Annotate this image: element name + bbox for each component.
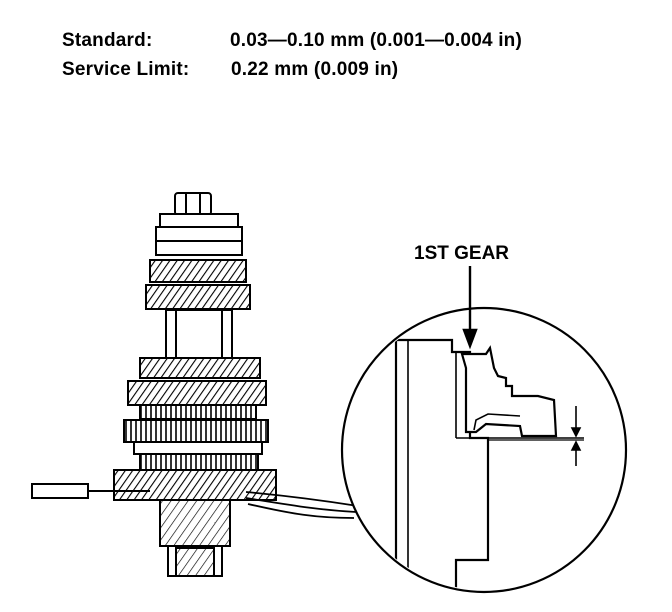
upper-gear-2 [145,284,251,310]
shaft-collar [159,213,239,229]
service-limit-value: 0.22 mm (0.009 in) [231,59,399,80]
middle-gear-2 [127,380,267,406]
standard-label: Standard: [62,30,153,51]
lower-shaft [159,499,231,547]
shaft-nut [174,192,212,216]
gear-spacer [133,441,263,455]
gear-hub [139,453,259,471]
synchro-ring [139,404,257,420]
standard-value: 0.03—0.10 mm (0.001—0.004 in) [230,30,523,51]
middle-gear-1 [139,357,261,379]
synchro-sleeve [123,419,269,443]
service-limit-spec-row: Service Limit: 0.22 mm (0.009 in) [62,59,398,81]
first-gear [113,469,277,501]
clearance-dimension [570,406,582,466]
feeler-gauge-handle [31,483,89,499]
first-gear-label: 1ST GEAR [414,243,510,264]
feeler-gauge [31,483,150,499]
magnified-first-gear [460,345,558,438]
magnified-detail [340,306,628,594]
magnify-leader-lines [245,491,359,519]
countershaft-assembly [113,192,277,577]
upper-gear-1 [149,259,247,283]
first-gear-pointer [462,266,478,350]
service-limit-label: Service Limit: [62,59,190,80]
standard-spec-row: Standard: 0.03—0.10 mm (0.001—0.004 in) [62,30,522,52]
